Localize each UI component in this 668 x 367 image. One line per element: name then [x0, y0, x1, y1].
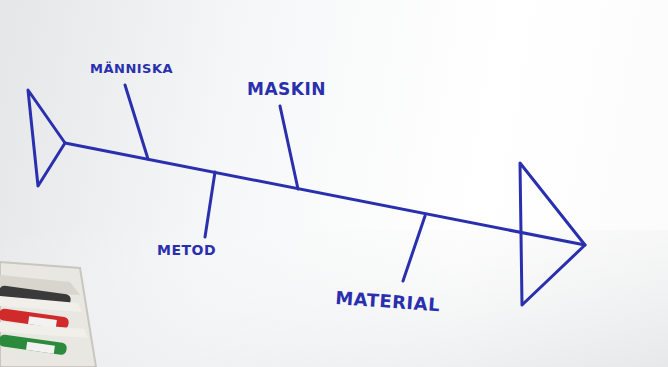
board-shade	[0, 230, 668, 367]
fish-tail	[28, 90, 65, 186]
fish-head	[520, 163, 585, 305]
category-label: MASKIN	[247, 80, 326, 99]
category-label: MÄNNISKA	[90, 62, 173, 76]
category-label: METOD	[157, 243, 216, 258]
rib-line	[403, 216, 425, 281]
rib-line	[280, 106, 298, 189]
fish-spine	[65, 143, 585, 245]
rib-line	[205, 172, 215, 237]
marker-tray	[0, 262, 96, 367]
rib-line	[125, 85, 148, 159]
